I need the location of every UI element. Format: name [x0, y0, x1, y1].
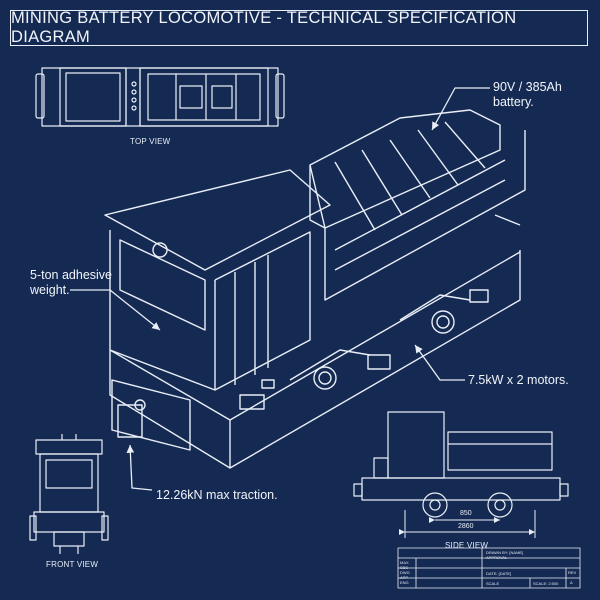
motors-callout: 7.5kW x 2 motors.	[468, 373, 569, 387]
title-block-drawn-by: DRAWN BY: [NAME]	[486, 550, 524, 555]
weight-callout-line2: weight.	[30, 283, 70, 297]
weight-callout-line1: 5-ton adhesive	[30, 268, 113, 282]
side-view-drawing	[353, 411, 569, 518]
traction-callout: 12.26kN max traction.	[156, 488, 278, 502]
side-view-label: SIDE VIEW	[445, 541, 489, 550]
title-block-row: MAX	[400, 560, 409, 565]
title-block-scale: SCALE	[486, 581, 500, 586]
isometric-locomotive	[104, 109, 526, 469]
top-view-drawing	[35, 67, 285, 127]
title-block-row: APP	[400, 575, 409, 580]
callout-leaders	[70, 87, 490, 491]
front-view-label: FRONT VIEW	[46, 560, 99, 569]
title-block-rev: REV	[568, 570, 577, 575]
title-block-row: DWG	[400, 570, 410, 575]
title-block	[397, 547, 581, 589]
title-block-row: ENG	[400, 580, 409, 585]
dimension-lines	[399, 510, 536, 538]
title-block-row: SBS	[400, 565, 409, 570]
title-block-date: DATE: [DATE]	[486, 571, 512, 576]
diagram-title: MINING BATTERY LOCOMOTIVE - TECHNICAL SP…	[10, 9, 588, 46]
title-block-scale-value: SCALE: 2:500	[533, 581, 559, 586]
title-block-rev-value: A	[570, 580, 573, 585]
front-view-drawing	[29, 434, 109, 554]
dimension-overall: 2860	[458, 523, 474, 530]
battery-callout-line1: 90V / 385Ah	[493, 80, 562, 94]
top-view-label: TOP VIEW	[130, 137, 171, 146]
battery-callout-line2: battery.	[493, 95, 534, 109]
dimension-inner: 850	[460, 510, 472, 517]
title-block-approval: APPROVAL	[486, 555, 508, 560]
